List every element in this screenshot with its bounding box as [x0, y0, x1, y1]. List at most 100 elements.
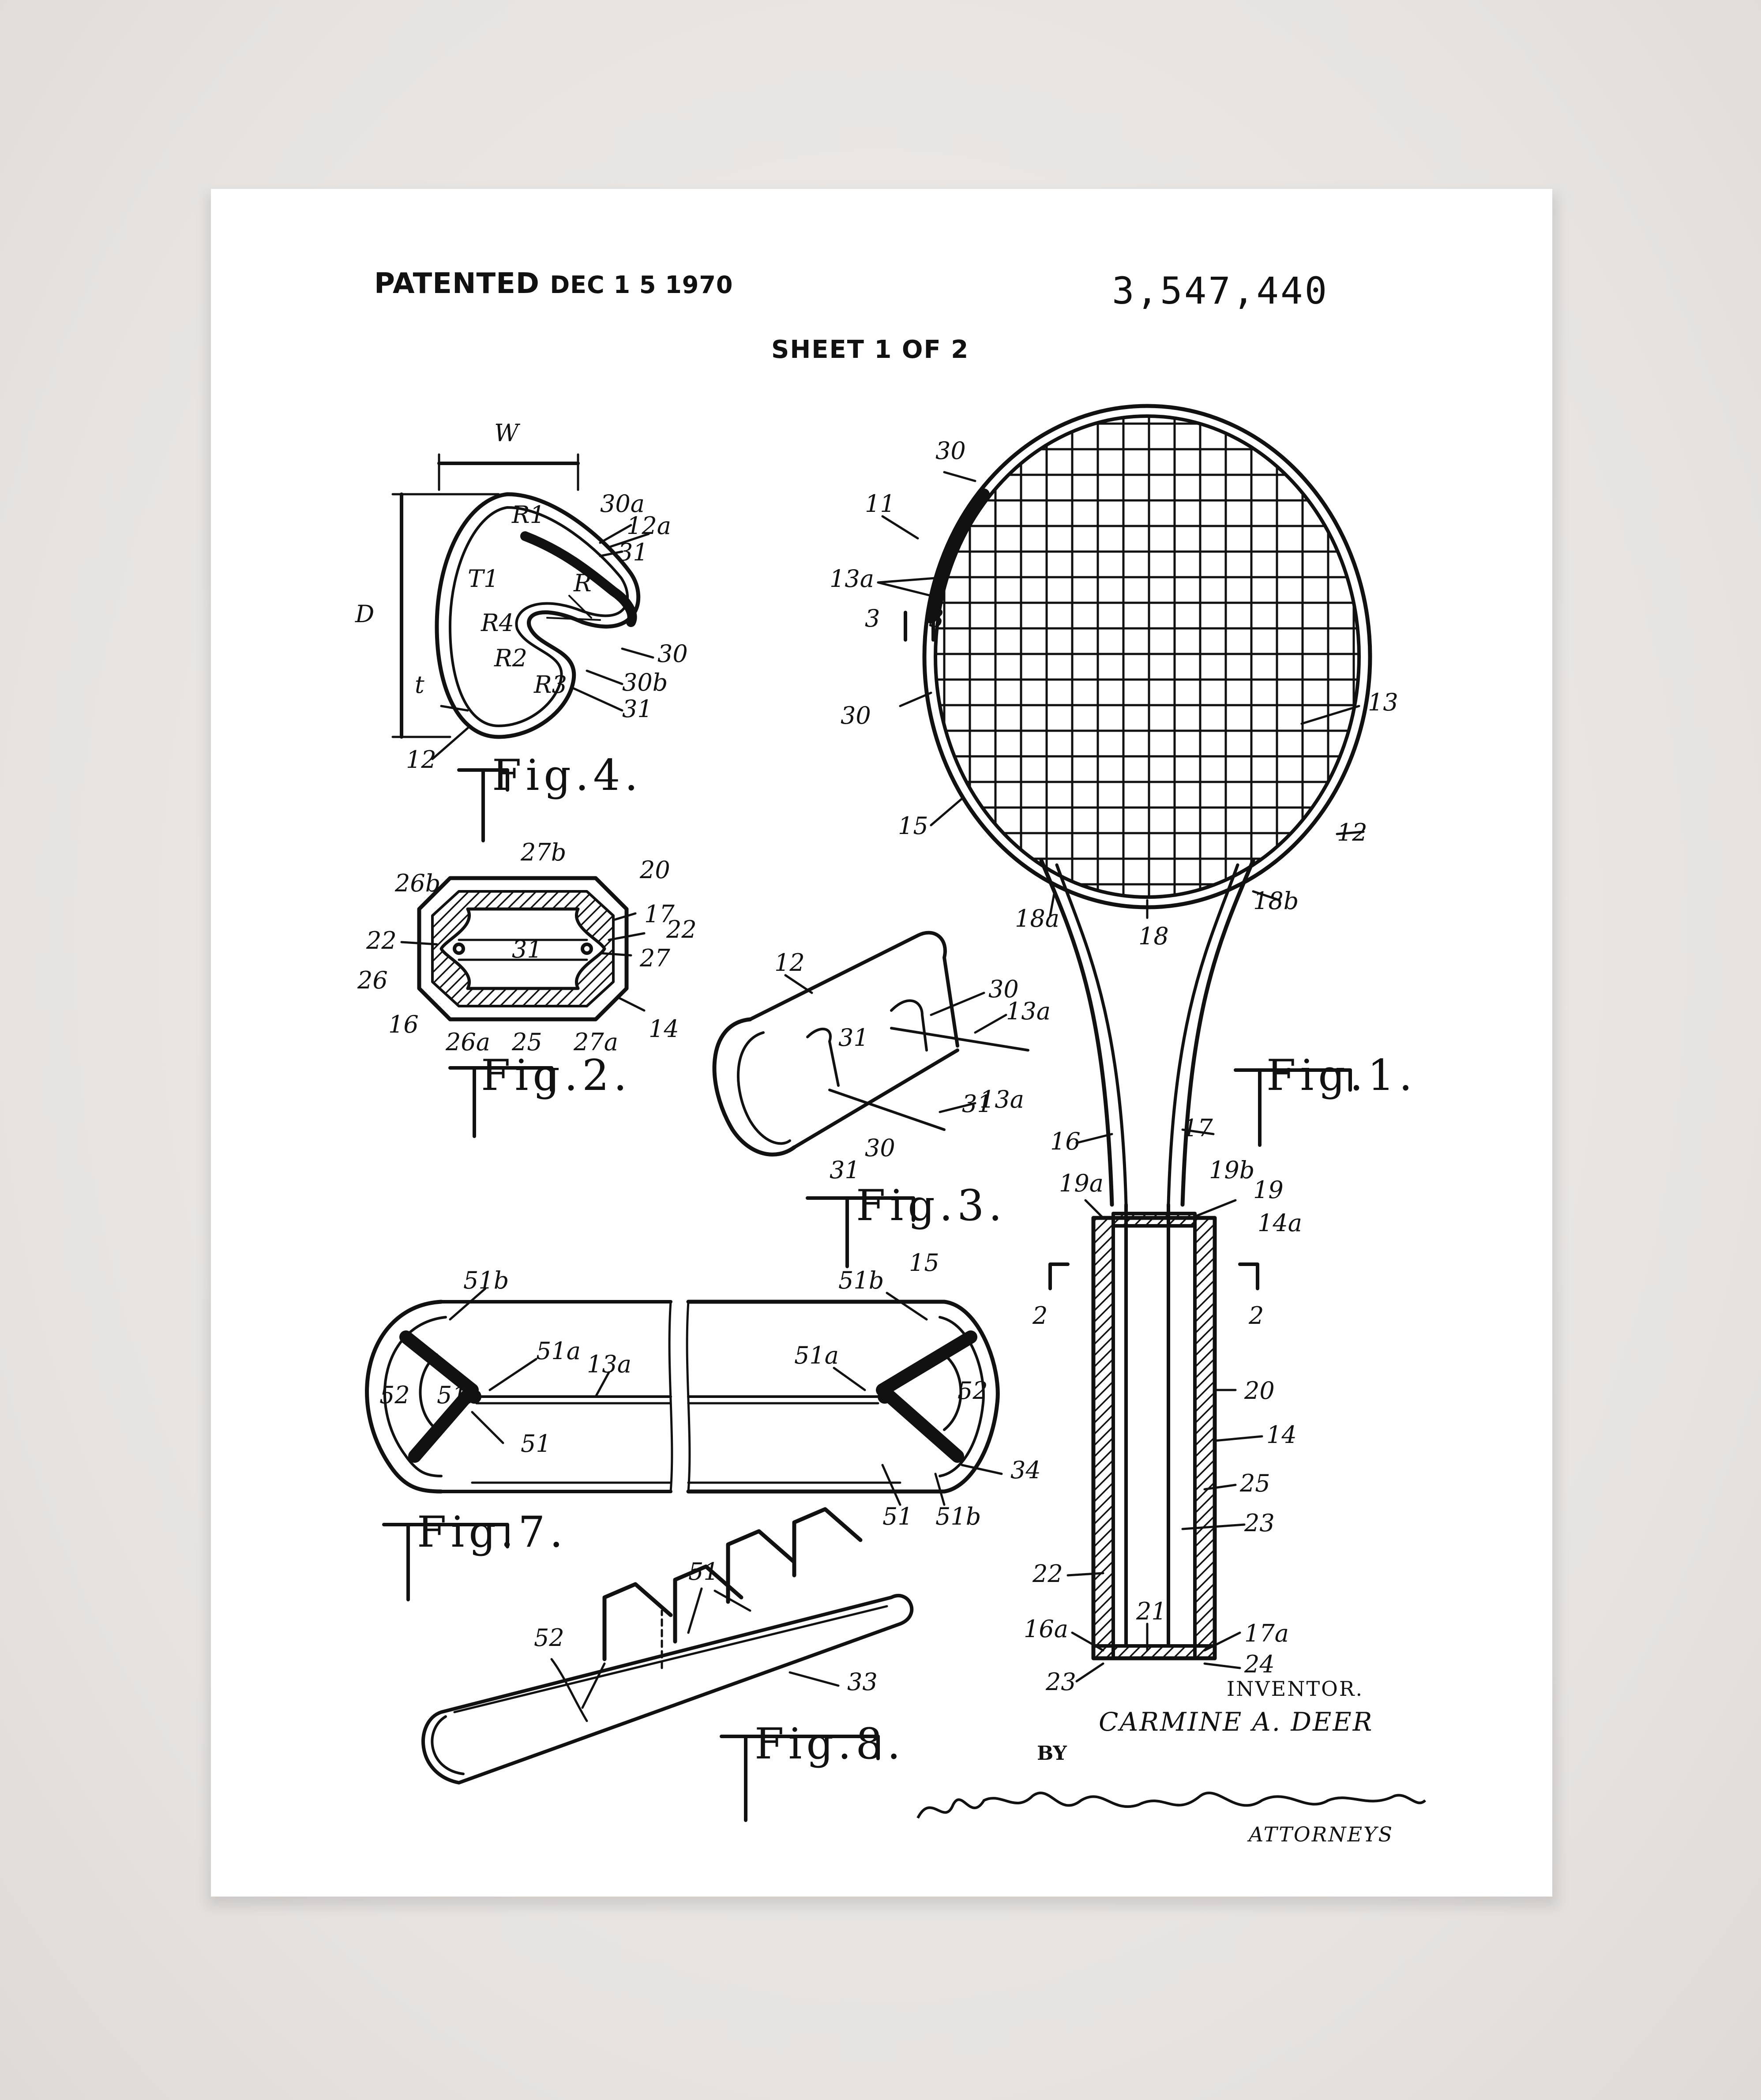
ref-numeral: W — [494, 419, 521, 447]
ref-numeral: 52 — [957, 1377, 988, 1405]
ref-numeral: 27a — [573, 1028, 618, 1056]
ref-numeral: 2 — [1032, 1302, 1048, 1330]
ref-numeral: 27 — [639, 944, 670, 972]
ref-numeral: 13 — [1368, 688, 1398, 716]
ref-numeral: 51b — [463, 1266, 509, 1294]
patented-label: PATENTED — [374, 267, 540, 300]
ref-numeral: 13a — [587, 1350, 631, 1378]
patent-number: 3,547,440 — [1112, 269, 1329, 312]
string-bed — [935, 416, 1359, 897]
ref-numeral: 52 — [379, 1381, 410, 1409]
ref-numeral: 51a — [536, 1337, 581, 1365]
ref-numeral: 14 — [649, 1015, 679, 1043]
ref-numeral: 51 — [882, 1503, 913, 1530]
fig2-label: Fig.2. — [481, 1051, 631, 1100]
inventor-name: CARMINE A. DEER — [1099, 1707, 1374, 1737]
ref-numeral: 26 — [357, 966, 388, 994]
fig4-label: Fig.4. — [492, 751, 642, 800]
ref-numeral: 15 — [909, 1249, 939, 1277]
ref-numeral: 16 — [1050, 1127, 1081, 1155]
ref-numeral: 30 — [935, 437, 966, 465]
fig3-perspective — [712, 931, 1029, 1268]
ref-numeral: 51a — [794, 1341, 839, 1369]
ref-numeral: 30 — [988, 975, 1019, 1003]
ref-numeral: R1 — [511, 501, 545, 529]
ref-numeral: 3 — [929, 605, 944, 632]
ref-numeral: 22 — [1032, 1560, 1063, 1588]
ref-numeral: 19b — [1209, 1156, 1254, 1184]
ref-numeral: 21 — [1136, 1597, 1167, 1625]
ref-numeral: 33 — [847, 1668, 878, 1696]
ref-numeral: 51b — [935, 1503, 981, 1530]
ref-numeral: 52 — [534, 1624, 564, 1652]
ref-numeral: 17 — [644, 900, 675, 928]
fig8-strip — [421, 1507, 914, 1822]
ref-numeral: 51 — [688, 1558, 719, 1585]
ref-numeral: 51 — [521, 1430, 551, 1458]
ref-numeral: 12 — [406, 746, 436, 774]
ref-numeral: 27b — [520, 838, 566, 866]
ref-numeral: R — [573, 569, 592, 597]
ref-numeral: 30 — [865, 1134, 895, 1162]
ref-numeral: 13a — [830, 565, 874, 593]
ref-numeral: 19 — [1253, 1176, 1284, 1204]
racket-head-inner — [934, 414, 1361, 899]
ref-numeral: D — [355, 600, 374, 628]
ref-numeral: 19a — [1059, 1169, 1104, 1197]
ref-numeral: 15 — [898, 812, 928, 840]
ref-numeral: 2 — [1248, 1302, 1264, 1330]
ref-numeral: 26b — [394, 869, 440, 897]
ref-numeral: 31 — [622, 695, 653, 723]
ref-numeral: 12 — [1337, 819, 1367, 846]
ref-numeral: 31 — [512, 935, 542, 963]
ref-numeral: 13a — [1006, 997, 1051, 1025]
patent-print — [211, 189, 1552, 1897]
ref-numeral: 14 — [1266, 1421, 1297, 1449]
ref-numeral: 30 — [657, 640, 688, 668]
ref-numeral: 12a — [627, 512, 671, 540]
ref-numeral: 25 — [1239, 1469, 1270, 1497]
ref-numeral: 17 — [1183, 1114, 1213, 1142]
ref-numeral: R3 — [533, 671, 567, 699]
ref-numeral: 18b — [1253, 887, 1299, 915]
sheet-number: SHEET 1 OF 2 — [771, 335, 969, 364]
fig2-section — [400, 876, 646, 1138]
ref-numeral: 30b — [622, 669, 668, 696]
ref-numeral: 25 — [511, 1028, 542, 1056]
ref-numeral: 31 — [838, 1024, 869, 1052]
ref-numeral: 12 — [774, 949, 805, 977]
ref-numeral: 13a — [980, 1086, 1024, 1113]
ref-numeral: 16 — [388, 1011, 419, 1038]
fig4-section — [391, 453, 654, 842]
ref-numeral: R4 — [481, 609, 514, 637]
ref-numeral: R2 — [494, 644, 527, 672]
ref-numeral: 16a — [1024, 1615, 1068, 1643]
fig1-heading — [1234, 1068, 1352, 1147]
ref-numeral: 31 — [618, 538, 648, 566]
ref-numeral: 20 — [639, 856, 670, 884]
by-label: BY — [1037, 1742, 1067, 1765]
ref-numeral: 23 — [1045, 1668, 1076, 1696]
ref-numeral: 18a — [1015, 905, 1059, 932]
ref-numeral: 17a — [1244, 1619, 1289, 1647]
throat-left — [1039, 858, 1114, 1207]
ref-numeral: 51b — [437, 1381, 482, 1409]
ref-numeral: 30a — [600, 490, 645, 518]
ref-numeral: T1 — [468, 565, 499, 593]
patented-stamp: PATENTED DEC 1 5 1970 — [374, 267, 733, 300]
attorneys-label: ATTORNEYS — [1249, 1822, 1393, 1846]
ref-numeral: 23 — [1244, 1509, 1275, 1537]
fig7-label: Fig.7. — [417, 1507, 567, 1557]
fig7-sections — [365, 1287, 1003, 1601]
ref-numeral: 24 — [1244, 1650, 1275, 1678]
ref-numeral: 14a — [1258, 1209, 1302, 1237]
ref-numeral: 34 — [1010, 1456, 1041, 1484]
ref-numeral: 3 — [865, 605, 880, 632]
ref-numeral: 22 — [366, 927, 397, 954]
ref-numeral: 30 — [841, 702, 871, 729]
patented-date: DEC 1 5 1970 — [550, 271, 733, 299]
ref-numeral: 26a — [445, 1028, 490, 1056]
fig8-label: Fig.8. — [755, 1719, 905, 1769]
throat-right — [1180, 858, 1255, 1207]
